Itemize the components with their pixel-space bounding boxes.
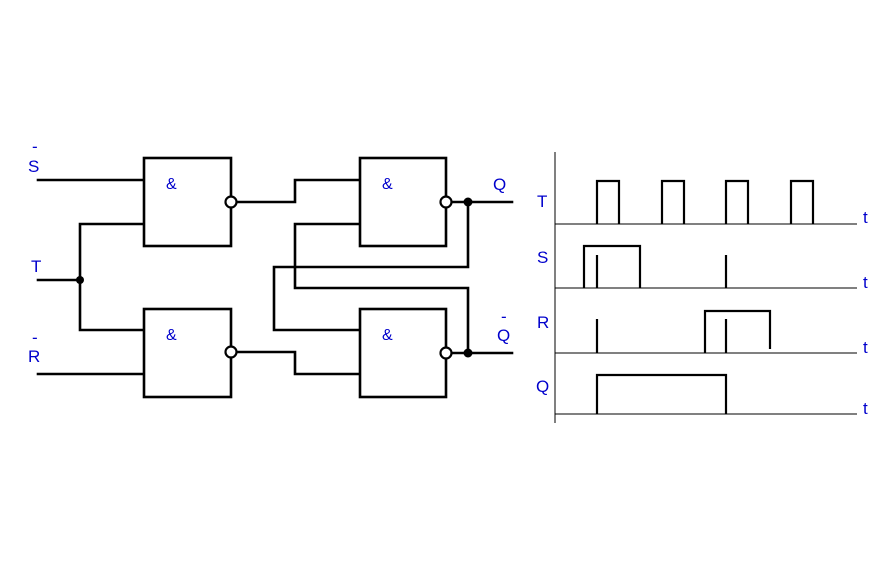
- junction-dot-q: [463, 197, 473, 207]
- s-row-time-label: t: [863, 273, 868, 292]
- s-input-overbar: -: [32, 137, 38, 156]
- r-input-overbar: -: [32, 328, 38, 347]
- gate-3-symbol: &: [382, 176, 393, 193]
- wire-g1-to-g3: [235, 178, 362, 204]
- gate-2-symbol: &: [166, 327, 177, 344]
- junction-dot-t: [76, 276, 84, 284]
- t-signal-label: T: [537, 192, 547, 211]
- inversion-bubble-4: [439, 346, 453, 360]
- inversion-bubble-2: [224, 345, 238, 359]
- t-clock-pulse-4: [789, 179, 815, 224]
- t-row-time-label: t: [863, 208, 868, 227]
- wire-feedback-qbar: [293, 222, 470, 355]
- nand-gate-2: [142, 307, 233, 399]
- s-input-label: S: [28, 157, 39, 176]
- s-signal-label: S: [537, 248, 548, 267]
- timing-diagram: T S R Q t t t t: [536, 152, 868, 423]
- t-clock-pulse-1: [595, 179, 621, 224]
- q-row-time-label: t: [863, 399, 868, 418]
- qbar-output-label: Q: [497, 326, 510, 345]
- s-signal-pulse: [582, 244, 642, 288]
- circuit-diagram: & & & & - S T - R Q - Q: [28, 137, 514, 399]
- junction-dot-qbar: [463, 348, 473, 358]
- t-clock-pulse-2: [660, 179, 686, 224]
- nand-gate-3: [358, 156, 448, 248]
- gate-4-symbol: &: [382, 327, 393, 344]
- q-output-waveform: [595, 373, 728, 414]
- t-clock-pulse-3: [724, 179, 750, 224]
- inversion-bubble-3: [439, 195, 453, 209]
- wire-t-to-g1: [78, 222, 146, 282]
- wire-t-to-g2: [78, 278, 146, 332]
- nand-gate-4: [358, 307, 448, 399]
- q-signal-label: Q: [536, 377, 549, 396]
- nand-gate-1: [142, 156, 233, 248]
- wire-feedback-q: [272, 200, 470, 332]
- gate-1-symbol: &: [166, 176, 177, 193]
- qbar-output-overbar: -: [501, 307, 507, 326]
- r-input-label: R: [28, 347, 40, 366]
- r-row-time-label: t: [863, 338, 868, 357]
- t-input-label: T: [31, 257, 41, 276]
- q-output-label: Q: [493, 175, 506, 194]
- inversion-bubble-1: [224, 195, 238, 209]
- r-signal-label: R: [537, 313, 549, 332]
- wire-g2-to-g4: [235, 350, 362, 376]
- r-signal-pulse: [703, 309, 772, 353]
